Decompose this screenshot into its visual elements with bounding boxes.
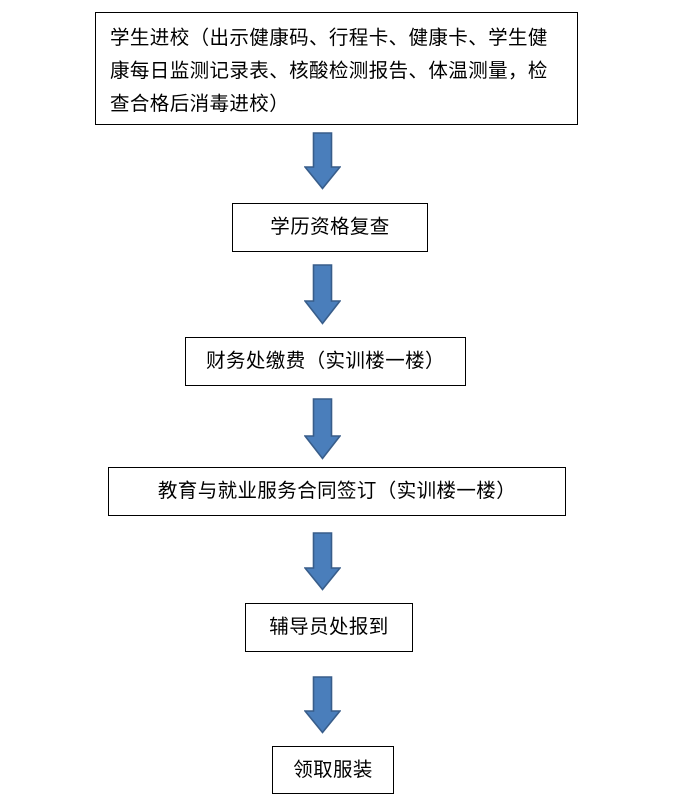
down-arrow-icon [304,132,341,190]
flow-node-label: 财务处缴费（实训楼一楼） [206,351,445,372]
flow-node-label: 学历资格复查 [270,217,390,238]
down-arrow-icon [304,532,341,591]
down-arrow-icon [304,264,341,325]
down-arrow-icon [304,398,341,460]
flow-node-label: 领取服装 [293,759,373,781]
flow-node-uniform-collection[interactable]: 领取服装 [272,746,394,794]
flow-node-service-contract-signing[interactable]: 教育与就业服务合同签订（实训楼一楼） [108,467,566,516]
down-arrow-icon [304,676,341,734]
flow-node-education-qualification-review[interactable]: 学历资格复查 [232,203,428,252]
flow-node-counselor-registration[interactable]: 辅导员处报到 [245,603,413,652]
flow-node-label: 教育与就业服务合同签订（实训楼一楼） [157,481,517,502]
flow-node-label: 学生进校（出示健康码、行程卡、健康卡、学生健康每日监测记录表、核酸检测报告、体温… [110,28,548,115]
flow-node-student-entry[interactable]: 学生进校（出示健康码、行程卡、健康卡、学生健康每日监测记录表、核酸检测报告、体温… [95,12,578,125]
flow-node-label: 辅导员处报到 [269,617,389,638]
flow-node-finance-payment[interactable]: 财务处缴费（实训楼一楼） [185,337,466,386]
